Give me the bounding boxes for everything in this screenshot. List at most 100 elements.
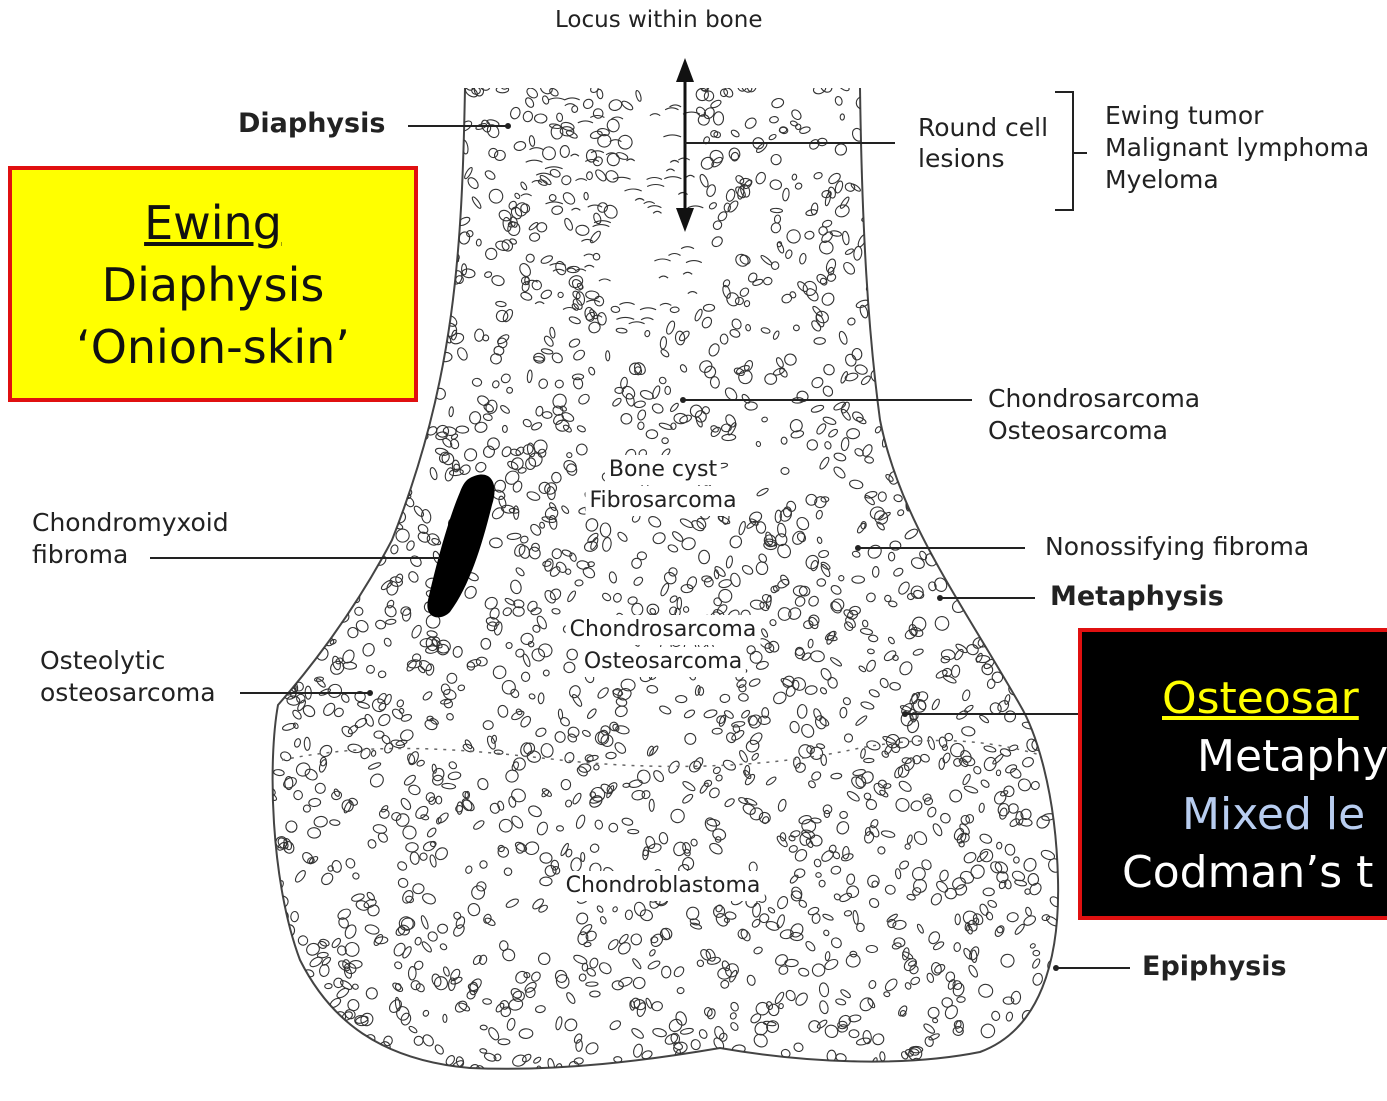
trabecula	[611, 306, 620, 313]
trabecula	[993, 583, 1001, 591]
trabecula	[308, 798, 320, 807]
trabecula	[902, 330, 915, 342]
trabecula	[636, 769, 652, 785]
trabecula	[731, 721, 745, 728]
trabecula	[371, 540, 382, 545]
trabecula	[588, 308, 598, 320]
trabecula	[612, 981, 623, 990]
trabecula	[457, 684, 465, 691]
trabecula	[776, 914, 786, 929]
chondromyxoid-label-1: Chondromyxoid	[32, 507, 229, 539]
trabecula	[854, 447, 865, 457]
trabecula	[554, 260, 568, 276]
trabecula	[903, 463, 913, 471]
trabecula	[1028, 342, 1040, 354]
trabecula	[497, 704, 509, 718]
trabecula	[892, 654, 900, 662]
trabecula	[540, 144, 558, 162]
trabecula	[300, 401, 312, 412]
trabecula	[932, 940, 945, 951]
trabecula	[865, 1062, 873, 1073]
trabecula	[328, 415, 340, 428]
trabecula	[896, 232, 909, 240]
trabecula	[842, 696, 852, 706]
trabecula	[531, 897, 545, 911]
trabecula	[430, 136, 440, 143]
trabecula	[541, 348, 553, 355]
trabecula	[340, 563, 355, 574]
trabecula	[1040, 849, 1056, 862]
trabecula	[682, 780, 697, 792]
trabecula	[370, 478, 380, 488]
trabecula	[931, 822, 943, 837]
trabecula	[840, 988, 852, 999]
trabecula	[343, 548, 356, 563]
trabecula	[999, 623, 1010, 634]
trabecula	[336, 907, 352, 921]
trabecula	[606, 152, 621, 167]
trabecula	[502, 606, 513, 617]
lamella	[688, 206, 704, 208]
trabecula	[990, 339, 999, 348]
trabecula	[868, 980, 877, 990]
lamella	[584, 254, 594, 256]
trabecula	[405, 659, 418, 672]
trabecula	[271, 411, 285, 425]
trabecula	[955, 506, 966, 519]
trabecula	[494, 149, 507, 161]
trabecula	[971, 1053, 988, 1070]
trabecula	[1032, 193, 1045, 205]
trabecula	[281, 404, 292, 417]
lamella	[616, 317, 634, 319]
trabecula	[862, 620, 869, 628]
trabecula	[315, 646, 330, 662]
trabecula	[869, 367, 886, 384]
trabecula	[767, 907, 775, 914]
trabecula	[538, 904, 549, 914]
trabecula	[574, 1057, 584, 1064]
trabecula	[960, 294, 972, 306]
lamella	[620, 303, 635, 305]
trabecula	[292, 964, 302, 976]
lamella	[610, 140, 622, 142]
trabecula	[1014, 879, 1027, 887]
trabecula	[419, 275, 433, 291]
trabecula	[953, 758, 963, 768]
trabecula	[400, 456, 410, 468]
trabecula	[798, 967, 810, 977]
trabecula	[819, 667, 833, 682]
trabecula	[737, 683, 747, 693]
trabecula	[520, 632, 534, 645]
trabecula	[644, 330, 650, 337]
trabecula	[301, 703, 317, 719]
trabecula	[576, 425, 586, 434]
trabecula	[970, 206, 977, 214]
trabecula	[967, 964, 979, 978]
trabecula	[883, 373, 897, 387]
trabecula	[987, 899, 998, 909]
trabecula	[922, 1022, 936, 1035]
trabecula	[481, 638, 491, 649]
trabecula	[509, 987, 523, 1001]
trabecula	[509, 787, 527, 804]
trabecula	[383, 603, 399, 619]
trabecula	[357, 406, 372, 421]
trabecula	[994, 181, 1008, 189]
trabecula	[941, 997, 953, 1008]
trabecula	[842, 231, 850, 245]
trabecula	[860, 701, 875, 711]
trabecula	[426, 184, 436, 193]
trabecula	[835, 819, 851, 836]
trabecula	[565, 799, 573, 807]
trabecula	[543, 558, 554, 572]
trabecula	[505, 641, 513, 649]
trabecula	[668, 807, 687, 826]
trabecula	[860, 375, 872, 387]
trabecula	[878, 370, 885, 377]
trabecula	[738, 253, 751, 266]
trabecula	[443, 141, 457, 155]
trabecula	[1062, 465, 1066, 473]
trabecula	[956, 177, 967, 187]
trabecula	[858, 665, 866, 673]
trabecula	[347, 724, 359, 736]
